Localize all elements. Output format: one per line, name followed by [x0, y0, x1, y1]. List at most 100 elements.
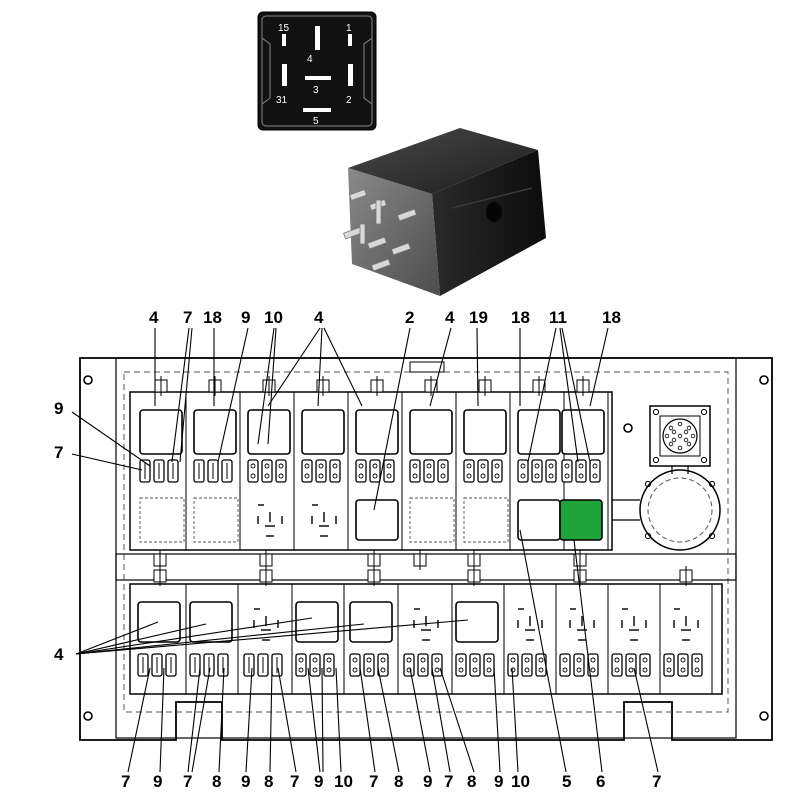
leader-line: [269, 667, 273, 773]
empty-socket: [463, 497, 509, 543]
diode: [329, 459, 341, 483]
connector-pin: [683, 429, 689, 435]
leader-line: [373, 327, 411, 511]
callout-bottom-13: 7: [444, 772, 453, 791]
leader-line: [321, 667, 324, 773]
diode-mark: [278, 463, 284, 469]
callout-top-9: 19: [469, 308, 488, 327]
relay-socket: [137, 601, 181, 643]
callout-top-7: 2: [405, 308, 414, 327]
leader-line: [71, 453, 143, 471]
relay-pin-pattern: [413, 608, 439, 641]
relay-socket: [139, 409, 183, 455]
diode-mark: [494, 473, 500, 479]
leader-line: [127, 667, 151, 773]
leader-line: [633, 667, 659, 773]
diode: [545, 459, 557, 483]
diode: [507, 653, 519, 677]
leader-line: [493, 667, 501, 773]
leader-line: [335, 667, 342, 773]
diode: [301, 459, 313, 483]
leader-line: [589, 327, 609, 407]
leader-line: [377, 667, 400, 773]
callout-top-5: 10: [264, 308, 283, 327]
diode-mark: [472, 667, 478, 673]
callout-bottom-1: 7: [121, 772, 130, 791]
callout-bottom-10: 7: [369, 772, 378, 791]
relay-socket: [193, 409, 237, 455]
diode: [625, 653, 637, 677]
connector-pin: [668, 441, 674, 447]
diode-mark: [520, 473, 526, 479]
leader-line: [187, 667, 201, 773]
callout-top-8: 4: [445, 308, 455, 327]
relay-socket: [455, 601, 499, 643]
leader-line: [559, 327, 579, 463]
leader-line: [75, 623, 207, 655]
diode-mark: [472, 657, 478, 663]
panel: [79, 357, 773, 741]
highlighted-relay: [559, 499, 603, 541]
diode-mark: [434, 667, 440, 673]
diode-mark: [332, 473, 338, 479]
connector-screw: [644, 532, 652, 540]
connector-screw: [700, 456, 708, 464]
diode: [639, 653, 651, 677]
diode: [575, 459, 587, 483]
callout-bottom-6: 8: [264, 772, 273, 791]
pin-label-31: 31: [276, 95, 288, 106]
callout-left-1: 9: [54, 399, 63, 418]
diode: [377, 653, 389, 677]
relay-pin-pattern: [621, 608, 647, 641]
connector-pin: [677, 421, 683, 427]
diode-mark: [366, 667, 372, 673]
pin-label-15: 15: [278, 23, 290, 34]
diode-mark: [426, 463, 432, 469]
connector-pin: [677, 433, 683, 439]
callout-bottom-7: 7: [290, 772, 299, 791]
diode-mark: [548, 473, 554, 479]
diode-mark: [386, 463, 392, 469]
callout-bottom-11: 8: [394, 772, 403, 791]
connector-screw: [708, 532, 716, 540]
diode-mark: [312, 667, 318, 673]
connector-screw: [708, 480, 716, 488]
diode-mark: [318, 473, 324, 479]
diode-mark: [326, 657, 332, 663]
diode: [355, 459, 367, 483]
diode-mark: [406, 657, 412, 663]
diode: [663, 653, 675, 677]
callout-top-4: 9: [241, 308, 250, 327]
diode-mark: [564, 473, 570, 479]
diode: [349, 653, 361, 677]
relay-slots: [137, 376, 713, 694]
diode-mark: [628, 657, 634, 663]
diode-mark: [326, 667, 332, 673]
diode-mark: [318, 463, 324, 469]
diode: [463, 459, 475, 483]
leader-line: [476, 327, 479, 407]
connector-pin: [664, 433, 670, 439]
leader-line: [75, 623, 365, 655]
pin-label-3: 3: [313, 85, 319, 96]
diode-mark: [642, 667, 648, 673]
diode: [521, 653, 533, 677]
callout-bottom-16: 10: [511, 772, 530, 791]
diode-mark: [562, 667, 568, 673]
diode-mark: [406, 667, 412, 673]
callouts-left: 9 7 4: [54, 399, 64, 664]
diode-mark: [534, 473, 540, 479]
relay-photo: [343, 128, 546, 296]
diode-mark: [412, 473, 418, 479]
leader-line: [317, 327, 323, 407]
diode: [561, 459, 573, 483]
diode-mark: [564, 463, 570, 469]
leader-line: [277, 667, 297, 773]
relay-pin-pattern: [253, 608, 279, 641]
diode-mark: [312, 657, 318, 663]
diode: [483, 653, 495, 677]
diode-mark: [264, 473, 270, 479]
pin-label-5: 5: [313, 116, 319, 127]
diode-mark: [614, 667, 620, 673]
diode: [573, 653, 585, 677]
